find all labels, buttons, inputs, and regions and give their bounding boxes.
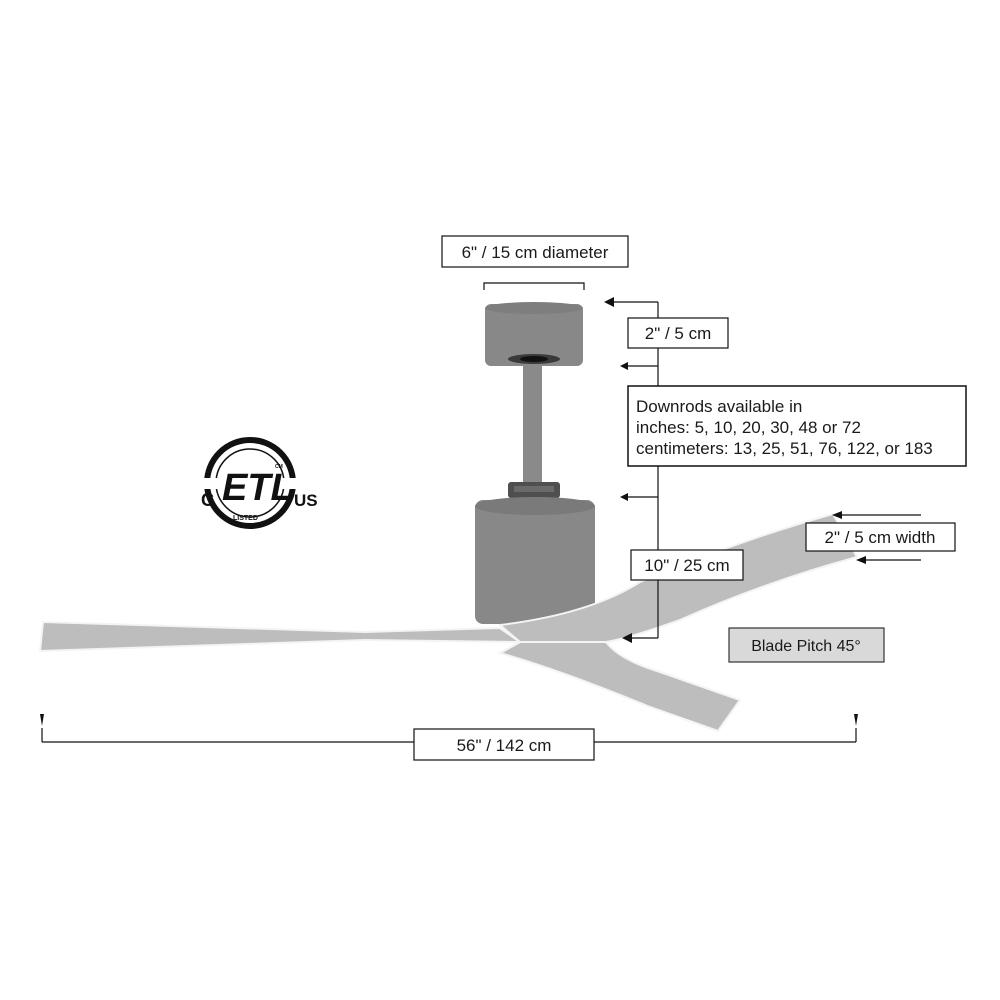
downrods-line-1: Downrods available in <box>636 397 802 416</box>
motor-height-label: 10" / 25 cm <box>644 556 729 575</box>
etl-us-letters: US <box>294 491 318 510</box>
blade-width-dimension: 2" / 5 cm width <box>805 511 956 564</box>
span-dimension: 56" / 142 cm <box>40 714 858 761</box>
fan-blade-left <box>38 620 524 653</box>
downrods-line-2: inches: 5, 10, 20, 30, 48 or 72 <box>636 418 861 437</box>
fan-blade-front <box>497 641 742 733</box>
canopy-diameter-dimension: 6" / 15 cm diameter <box>441 235 629 290</box>
etl-listed-logo: C US ETL LISTED CM <box>201 437 318 529</box>
motor-housing <box>475 497 595 624</box>
fan-drawing <box>38 302 859 733</box>
downrods-info-box: Downrods available in inches: 5, 10, 20,… <box>627 385 967 467</box>
blade-width-label: 2" / 5 cm width <box>825 528 936 547</box>
downrod <box>523 364 542 484</box>
etl-listed-text: LISTED <box>233 515 258 522</box>
downrods-line-3: centimeters: 13, 25, 51, 76, 122, or 183 <box>636 439 933 458</box>
motor-height-callout: 10" / 25 cm <box>630 549 744 581</box>
etl-cm-text: CM <box>275 464 283 470</box>
canopy-height-callout: 2" / 5 cm <box>627 317 729 349</box>
etl-c-letter: C <box>201 490 214 510</box>
blade-pitch-label: Blade Pitch 45° <box>751 638 861 655</box>
height-dimension-line <box>604 297 659 643</box>
span-label: 56" / 142 cm <box>457 736 552 755</box>
canopy-diameter-label: 6" / 15 cm diameter <box>462 243 609 262</box>
blade-pitch-callout: Blade Pitch 45° <box>728 627 885 663</box>
canopy-height-label: 2" / 5 cm <box>645 324 712 343</box>
canopy <box>485 302 583 366</box>
etl-mark: ETL <box>222 467 294 509</box>
